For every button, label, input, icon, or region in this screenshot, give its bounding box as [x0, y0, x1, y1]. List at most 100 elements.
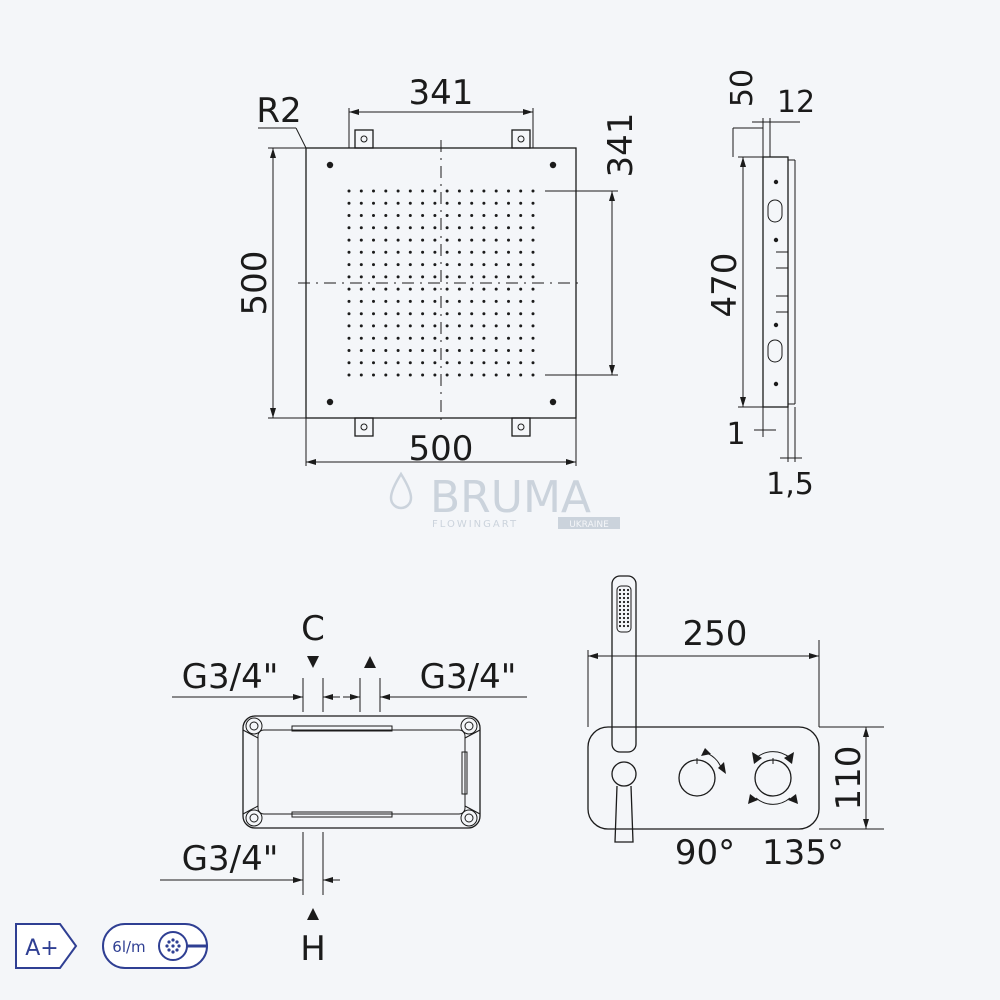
nozzle	[457, 349, 461, 352]
nozzle	[433, 349, 437, 352]
mixer-view: 250 110 90° 135°	[587, 575, 884, 873]
nozzle	[372, 189, 375, 193]
rotate-arrow-icon	[755, 751, 791, 759]
nozzle	[494, 250, 498, 254]
nozzle	[482, 287, 486, 291]
bottom-thread-label: G3/4"	[182, 839, 279, 879]
nozzle	[408, 201, 412, 205]
nozzle	[445, 238, 449, 242]
nozzle	[482, 238, 486, 242]
nozzle	[396, 201, 400, 205]
nozzle	[519, 250, 523, 254]
nozzle	[408, 250, 412, 254]
nozzle	[494, 361, 498, 365]
nozzle	[470, 361, 474, 365]
nozzle	[433, 299, 437, 303]
nozzle	[396, 226, 400, 230]
nozzle	[531, 250, 535, 254]
nozzle	[507, 226, 510, 230]
nozzle	[384, 361, 388, 365]
nozzle	[359, 349, 363, 352]
label-h: H	[300, 929, 326, 969]
mounting-tab	[354, 417, 374, 437]
nozzle	[372, 312, 375, 316]
nozzle	[507, 299, 510, 303]
nozzle	[396, 299, 400, 303]
nozzle	[519, 361, 523, 365]
energy-class-badge: A+	[15, 923, 78, 969]
nozzle	[507, 201, 510, 205]
nozzle	[347, 226, 351, 230]
flow-rate-badge: 6l/m	[102, 923, 208, 969]
bruma-watermark: BRUMA FLOWINGART UKRAINE	[389, 471, 620, 530]
nozzle	[347, 201, 351, 205]
brand-tagline: FLOWINGART	[432, 519, 518, 530]
nozzle	[396, 287, 400, 291]
nozzle	[384, 287, 388, 291]
nozzle	[519, 336, 523, 340]
water-drop-icon	[389, 471, 413, 510]
mixer-plate	[587, 726, 820, 830]
nozzle	[482, 275, 486, 279]
nozzle	[384, 250, 388, 254]
nozzle	[421, 373, 425, 377]
nozzle	[347, 189, 351, 193]
nozzle	[408, 299, 412, 303]
nozzle	[433, 336, 437, 340]
nozzle	[372, 361, 375, 365]
nozzle	[359, 250, 363, 254]
nozzle	[347, 299, 351, 303]
nozzle	[494, 312, 498, 316]
nozzle	[457, 287, 461, 291]
nozzle	[408, 349, 412, 352]
mounting-tab	[511, 129, 531, 149]
nozzle	[519, 214, 523, 217]
nozzle	[445, 299, 449, 303]
inlet-arrow-icon	[364, 656, 376, 668]
nozzle	[507, 263, 510, 267]
nozzle	[421, 299, 425, 303]
nozzle	[445, 214, 449, 217]
hand-shower-nozzles	[618, 588, 630, 628]
nozzle	[457, 250, 461, 254]
energy-class-label: A+	[25, 936, 58, 961]
mount-slot	[767, 199, 783, 223]
nozzle	[457, 361, 461, 365]
nozzle	[482, 201, 486, 205]
nozzle	[507, 214, 510, 217]
side-view: 470 50 12 1 1,5	[705, 69, 815, 502]
nozzle	[445, 361, 449, 365]
nozzle	[445, 287, 449, 291]
nozzle	[396, 312, 400, 316]
nozzle	[433, 324, 437, 328]
nozzle	[359, 226, 363, 230]
nozzle	[384, 324, 388, 328]
nozzle	[494, 287, 498, 291]
hose-outlet	[614, 785, 634, 843]
nozzle	[470, 189, 474, 193]
hot-inlet-arrow-icon	[307, 908, 319, 920]
nozzle	[408, 275, 412, 279]
nozzle	[494, 373, 498, 377]
nozzle	[433, 275, 437, 279]
nozzle	[531, 263, 535, 267]
nozzle	[421, 250, 425, 254]
nozzle	[457, 299, 461, 303]
nozzle	[408, 287, 412, 291]
nozzle	[507, 250, 510, 254]
nozzle	[347, 349, 351, 352]
nozzle	[359, 201, 363, 205]
nozzle	[445, 201, 449, 205]
nozzle	[445, 349, 449, 352]
nozzle	[507, 336, 510, 340]
nozzle	[433, 189, 437, 193]
nozzle	[445, 226, 449, 230]
nozzle	[445, 263, 449, 267]
nozzle	[470, 299, 474, 303]
side-profile	[762, 156, 789, 408]
nozzle	[433, 226, 437, 230]
mounting-tab	[511, 417, 531, 437]
nozzle	[396, 238, 400, 242]
nozzle	[433, 373, 437, 377]
